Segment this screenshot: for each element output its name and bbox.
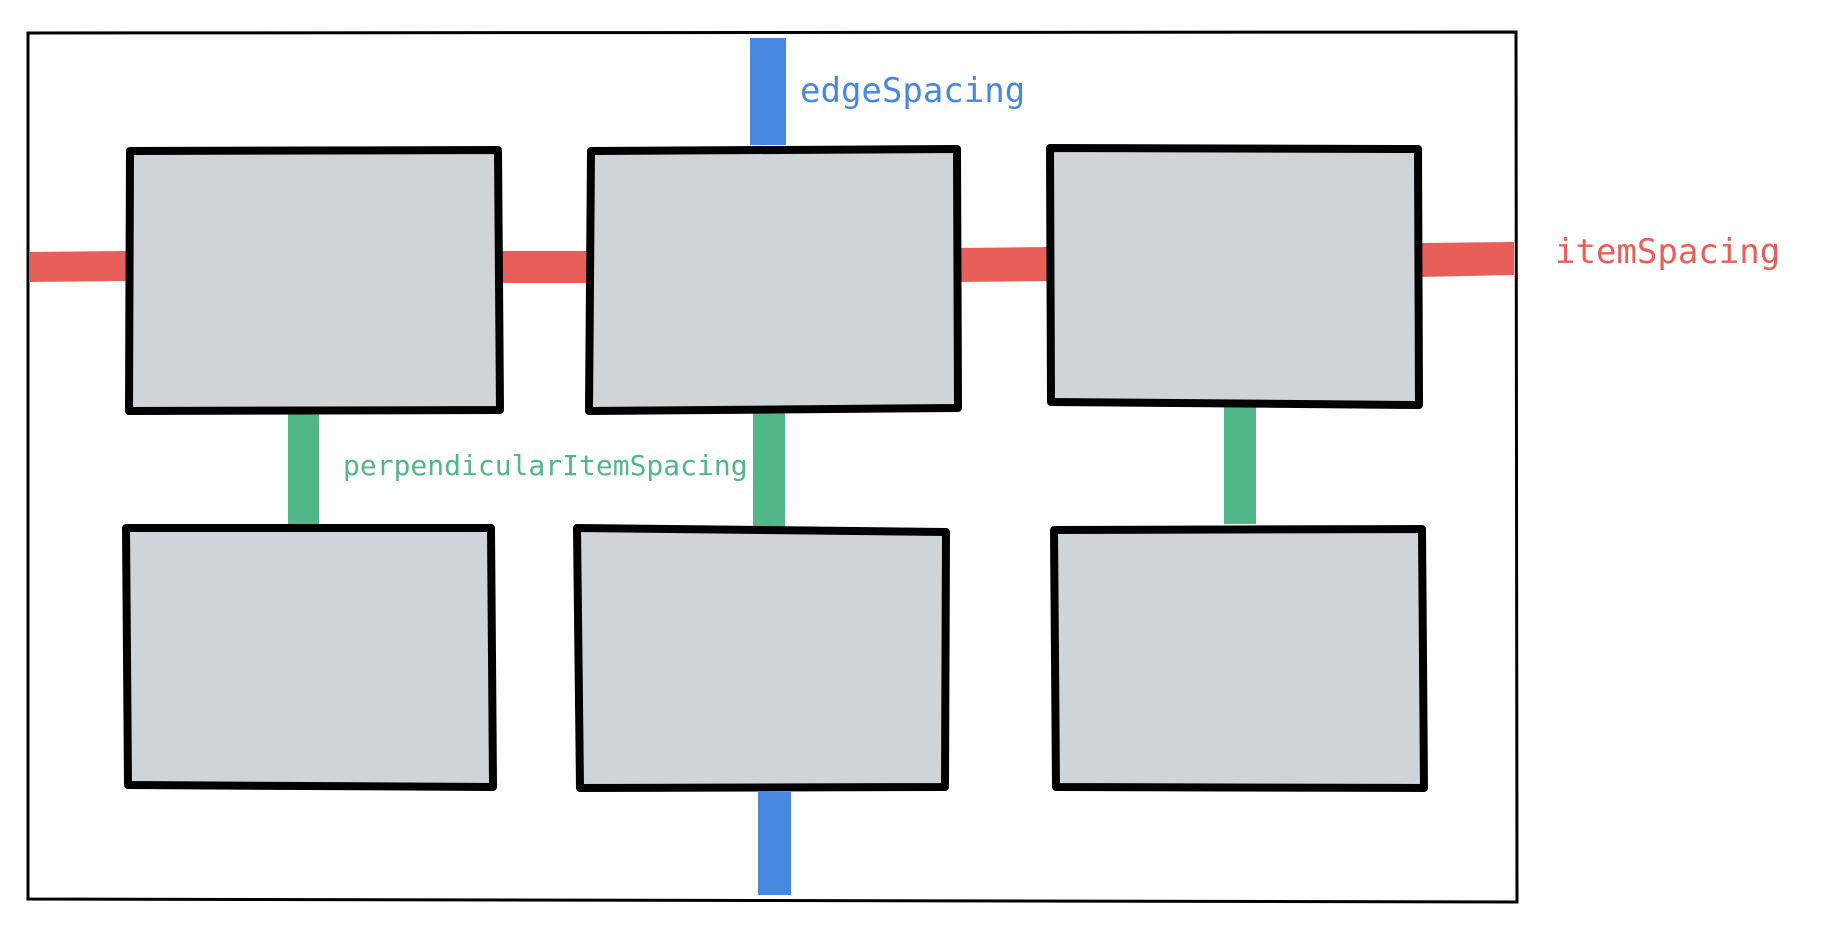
- item-spacing-bar: [30, 251, 126, 282]
- perpendicular-item-spacing-label: perpendicularItemSpacing: [343, 449, 748, 482]
- edge-spacing-bar-bottom: [758, 792, 791, 895]
- item-box: [122, 524, 497, 791]
- perpendicular-spacing-bar: [753, 412, 785, 530]
- perpendicular-spacing-bar: [288, 410, 319, 530]
- item-box: [585, 145, 962, 415]
- item-box: [573, 524, 950, 792]
- item-box: [125, 146, 504, 415]
- container-frame: [26, 30, 1519, 904]
- edge-spacing-label: edgeSpacing: [800, 71, 1026, 111]
- item-box: [1050, 525, 1428, 792]
- item-spacing-bar: [1420, 242, 1514, 277]
- edge-spacing-bar-top: [750, 38, 786, 145]
- item-box: [1046, 144, 1423, 409]
- perpendicular-spacing-bar: [1224, 405, 1256, 524]
- item-boxes: [122, 144, 1428, 792]
- item-spacing-bars: [30, 242, 1514, 283]
- edge-spacing-bars: [750, 38, 791, 895]
- perpendicular-item-spacing-bars: [288, 405, 1256, 530]
- item-spacing-bar: [498, 251, 586, 283]
- item-spacing-label: itemSpacing: [1555, 232, 1781, 272]
- item-spacing-bar: [958, 247, 1048, 282]
